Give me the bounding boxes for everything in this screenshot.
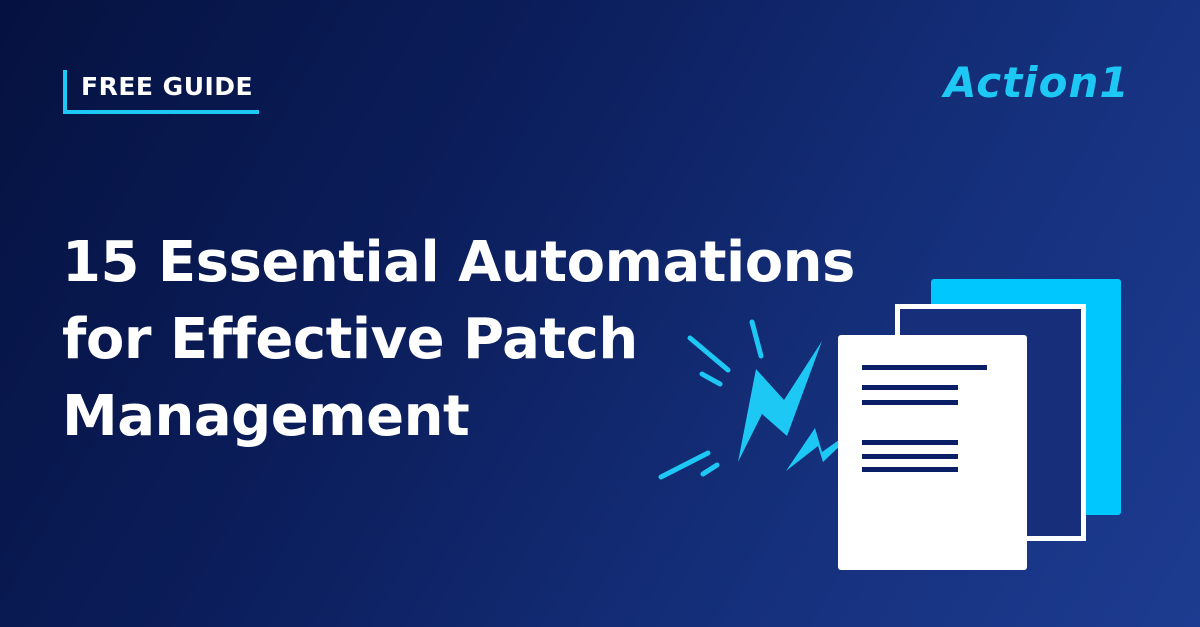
- document-text-lines: [862, 365, 987, 472]
- lightning-bolt-icon: [738, 341, 866, 471]
- spark-lines-icon: [658, 319, 764, 480]
- brand-logo: Action1: [944, 58, 1130, 107]
- headline-line-2: for Effective Patch: [62, 307, 638, 372]
- headline-line-3: Management: [62, 384, 470, 449]
- front-page: [838, 335, 1027, 570]
- headline-line-1: 15 Essential Automations: [62, 230, 855, 295]
- free-guide-badge: FREE GUIDE: [63, 70, 259, 114]
- headline: 15 Essential Automations for Effective P…: [62, 224, 855, 455]
- badge-label: FREE GUIDE: [81, 72, 254, 101]
- document-stack-icon: [838, 279, 1121, 570]
